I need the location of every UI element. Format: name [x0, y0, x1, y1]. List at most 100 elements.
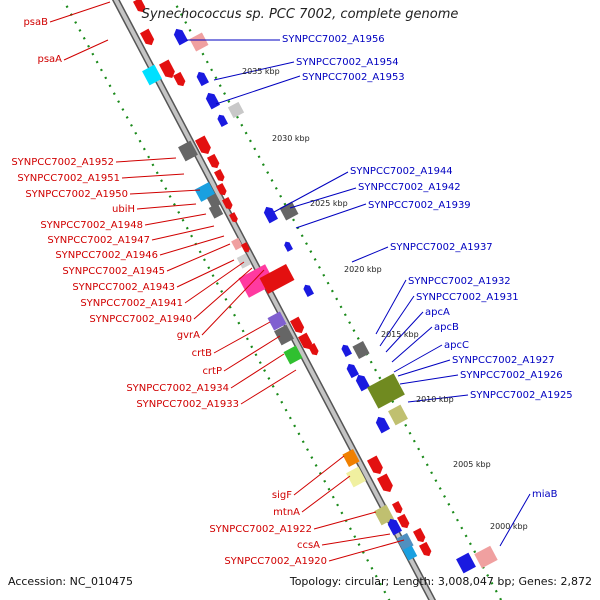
gene-label-a1932[interactable]: SYNPCC7002_A1932: [408, 276, 511, 287]
gene-box[interactable]: [456, 552, 476, 574]
leader-line: [63, 39, 109, 61]
gene-arrow[interactable]: [214, 169, 226, 183]
gene-arrow[interactable]: [354, 373, 370, 392]
gene-box[interactable]: [352, 341, 370, 359]
gene-arrow[interactable]: [173, 71, 187, 88]
gene-label-a1947[interactable]: SYNPCC7002_A1947: [47, 235, 150, 246]
gene-label-psaB[interactable]: psaB: [23, 17, 48, 28]
gene-arrow[interactable]: [229, 212, 239, 224]
gene-arrow[interactable]: [195, 135, 213, 157]
gene-arrow[interactable]: [216, 113, 228, 127]
gene-arrow[interactable]: [340, 343, 352, 357]
gene-label-a1953[interactable]: SYNPCC7002_A1953: [302, 72, 405, 83]
gene-arrow[interactable]: [419, 541, 433, 558]
gene-arrow[interactable]: [397, 513, 411, 530]
leader-line: [301, 475, 351, 513]
gene-box[interactable]: [142, 64, 162, 86]
gene-box[interactable]: [388, 404, 408, 426]
gene-box[interactable]: [342, 449, 360, 467]
gene-box[interactable]: [259, 264, 295, 294]
gene-label-a1926[interactable]: SYNPCC7002_A1926: [460, 370, 563, 381]
gene-arrow[interactable]: [133, 0, 147, 14]
gene-label-a1940[interactable]: SYNPCC7002_A1940: [89, 314, 192, 325]
gene-box[interactable]: [178, 140, 198, 162]
gene-arrow[interactable]: [392, 501, 404, 515]
gene-box[interactable]: [208, 203, 224, 219]
gene-label-a1931[interactable]: SYNPCC7002_A1931: [416, 292, 519, 303]
gene-arrow[interactable]: [140, 28, 156, 48]
gene-label-a1939[interactable]: SYNPCC7002_A1939: [368, 200, 471, 211]
gene-label-a1927[interactable]: SYNPCC7002_A1927: [452, 355, 555, 366]
leader-line: [385, 311, 424, 353]
gene-label-a1937[interactable]: SYNPCC7002_A1937: [390, 242, 493, 253]
gene-arrow[interactable]: [367, 455, 385, 477]
gene-box[interactable]: [474, 545, 498, 569]
gene-box[interactable]: [267, 311, 287, 331]
gene-label-a1944[interactable]: SYNPCC7002_A1944: [350, 166, 453, 177]
gene-arrow[interactable]: [262, 205, 278, 224]
gene-arrow[interactable]: [204, 91, 220, 110]
gene-arrow[interactable]: [222, 197, 234, 211]
gene-label-a1920[interactable]: SYNPCC7002_A1920: [224, 556, 327, 567]
leader-line: [313, 511, 377, 530]
gene-label-a1952[interactable]: SYNPCC7002_A1952: [11, 157, 114, 168]
gene-box[interactable]: [396, 533, 414, 551]
gene-label-ubiH[interactable]: ubiH: [112, 204, 135, 215]
gene-box[interactable]: [346, 466, 366, 488]
gene-label-a1950[interactable]: SYNPCC7002_A1950: [25, 189, 128, 200]
gene-label-a1925[interactable]: SYNPCC7002_A1925: [470, 390, 573, 401]
gene-box[interactable]: [231, 237, 243, 251]
gene-label-apcB[interactable]: apcB: [434, 322, 459, 333]
gene-box[interactable]: [367, 373, 405, 409]
leader-line: [321, 533, 391, 546]
gene-label-a1956[interactable]: SYNPCC7002_A1956: [282, 34, 385, 45]
gene-label-crtP[interactable]: crtP: [202, 366, 222, 377]
gene-label-a1922[interactable]: SYNPCC7002_A1922: [209, 524, 312, 535]
gene-label-miaB[interactable]: miaB: [532, 489, 558, 500]
gene-arrow[interactable]: [216, 183, 228, 197]
leader-line: [223, 335, 281, 372]
gene-label-a1945[interactable]: SYNPCC7002_A1945: [62, 266, 165, 277]
leader-lines: [49, 1, 531, 562]
gene-label-gvrA[interactable]: gvrA: [177, 330, 200, 341]
gene-box[interactable]: [274, 324, 294, 346]
gene-arrow[interactable]: [159, 59, 177, 81]
gene-box[interactable]: [283, 345, 303, 365]
gene-label-a1934[interactable]: SYNPCC7002_A1934: [126, 383, 229, 394]
gene-box[interactable]: [189, 32, 209, 52]
gene-label-mtnA[interactable]: mtnA: [273, 507, 300, 518]
gene-label-psaA[interactable]: psaA: [37, 54, 62, 65]
gene-arrow[interactable]: [345, 362, 359, 379]
gene-arrow[interactable]: [283, 240, 293, 252]
gene-arrow[interactable]: [377, 473, 395, 495]
gene-label-a1943[interactable]: SYNPCC7002_A1943: [72, 282, 175, 293]
gene-arrow[interactable]: [241, 242, 251, 254]
gene-label-a1941[interactable]: SYNPCC7002_A1941: [80, 298, 183, 309]
gene-arrow[interactable]: [298, 332, 314, 352]
gene-label-a1933[interactable]: SYNPCC7002_A1933: [136, 399, 239, 410]
gene-arrow[interactable]: [413, 527, 427, 544]
leader-line: [499, 493, 531, 547]
gene-arrow[interactable]: [172, 27, 188, 46]
gene-box[interactable]: [238, 264, 276, 298]
gene-label-a1946[interactable]: SYNPCC7002_A1946: [55, 250, 158, 261]
gene-label-a1951[interactable]: SYNPCC7002_A1951: [17, 173, 120, 184]
gene-arrow[interactable]: [308, 343, 320, 357]
gene-arrow[interactable]: [374, 415, 390, 434]
gene-arrow[interactable]: [386, 517, 402, 536]
gene-arrow[interactable]: [207, 153, 221, 170]
gene-label-apcC[interactable]: apcC: [444, 340, 469, 351]
gene-label-apcA[interactable]: apcA: [425, 307, 450, 318]
gene-box[interactable]: [374, 504, 394, 526]
gene-label-sigF[interactable]: sigF: [272, 490, 292, 501]
gene-label-a1942[interactable]: SYNPCC7002_A1942: [358, 182, 461, 193]
gene-label-crtB[interactable]: crtB: [192, 348, 213, 359]
gene-box[interactable]: [402, 545, 418, 561]
gene-label-ccsA[interactable]: ccsA: [297, 540, 320, 551]
gene-box[interactable]: [227, 101, 245, 119]
gene-label-a1948[interactable]: SYNPCC7002_A1948: [40, 220, 143, 231]
gene-arrow[interactable]: [290, 316, 306, 336]
gene-arrow[interactable]: [195, 70, 209, 87]
gene-arrow[interactable]: [302, 283, 314, 297]
gene-label-a1954[interactable]: SYNPCC7002_A1954: [296, 57, 399, 68]
